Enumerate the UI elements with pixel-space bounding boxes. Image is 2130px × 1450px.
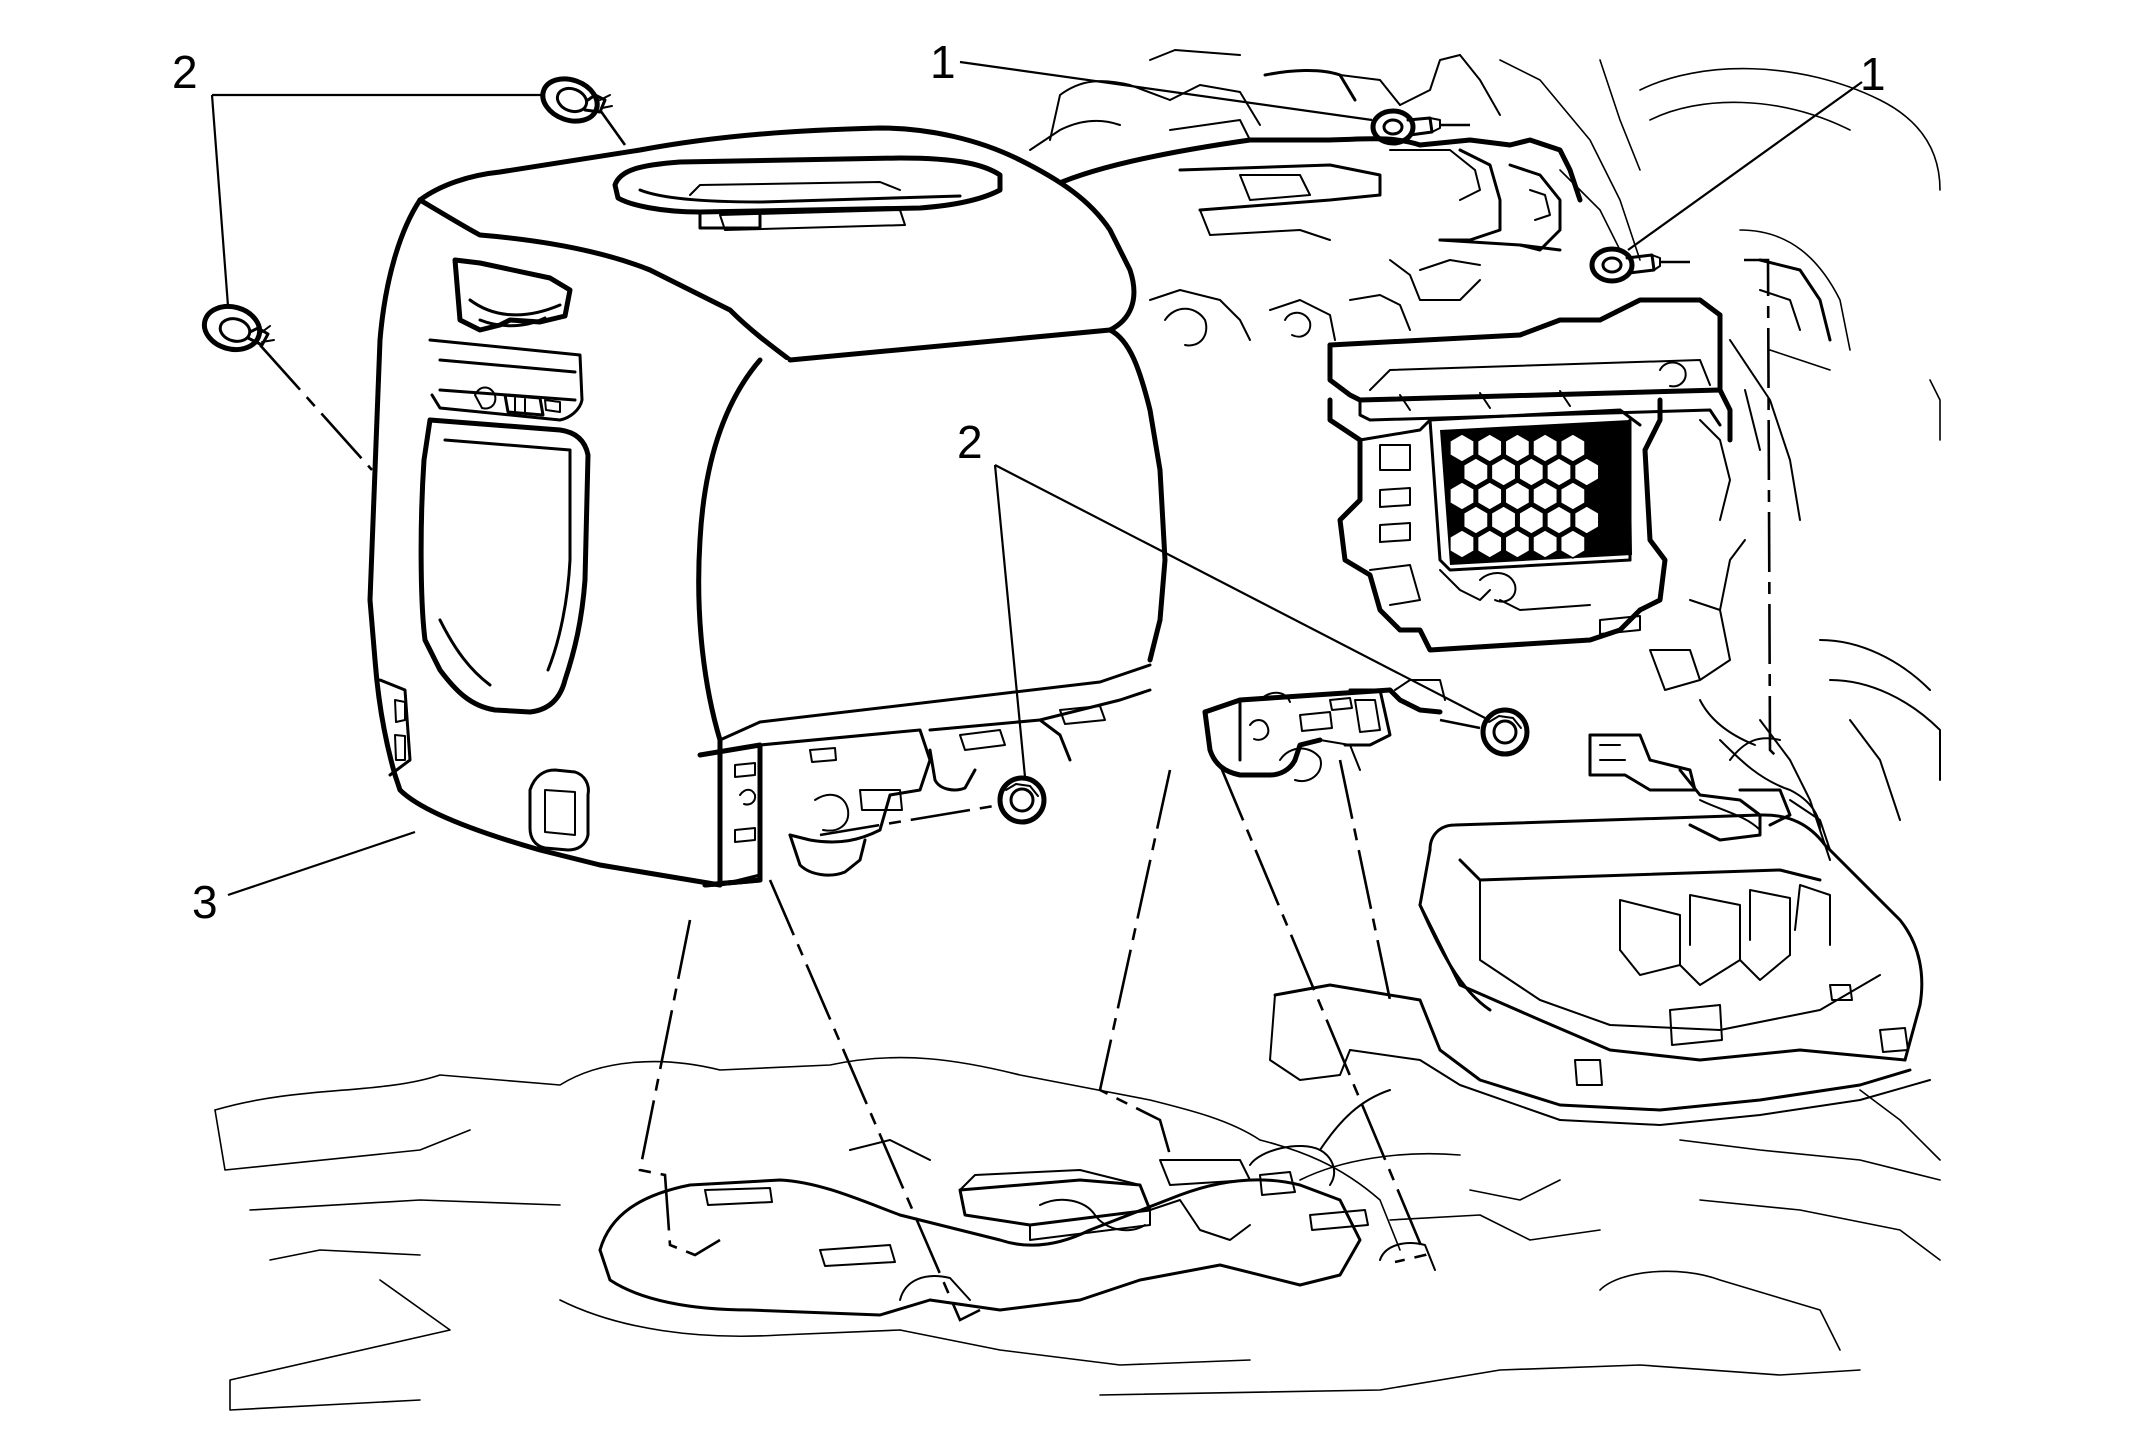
floor-console [367, 125, 1168, 888]
callout-leaders [210, 60, 1863, 897]
callout-2-top-left: 2 [172, 46, 198, 98]
hex-cell [1476, 433, 1503, 463]
hex-cell [1504, 433, 1531, 463]
bolt-upper-center [1370, 108, 1441, 146]
hex-cell [1462, 505, 1489, 535]
hex-cell [1449, 529, 1475, 559]
hex-grille-cells [1449, 433, 1600, 559]
hex-cell [1476, 481, 1503, 511]
install-lines [259, 109, 1781, 1322]
callout-labels: 2 1 1 2 3 [172, 36, 1886, 928]
floor-panel [214, 1056, 1941, 1411]
hex-cell [1518, 457, 1545, 487]
push-pin-clip-upper [540, 76, 613, 124]
hex-cell [1462, 457, 1489, 487]
center-stack [1029, 49, 1733, 653]
rear-battery-cover [1269, 813, 1931, 1126]
nut-lower-left [997, 775, 1047, 825]
bolt-upper-right [1589, 246, 1661, 284]
nut-lower-right [1480, 707, 1530, 757]
wiring-harness [1588, 539, 1831, 851]
hex-cell [1573, 505, 1600, 535]
hex-cell [1532, 433, 1559, 463]
hex-cell [1546, 505, 1572, 535]
lower-brackets [1202, 679, 1446, 783]
push-pin-clip-lower [201, 303, 275, 353]
hex-cell [1449, 481, 1475, 511]
hex-grille [1440, 420, 1632, 565]
hex-cell [1546, 457, 1572, 487]
hex-cell [1559, 433, 1586, 463]
floor-module [958, 1089, 1391, 1241]
hex-cell [1476, 529, 1503, 559]
hex-cell [1490, 457, 1517, 487]
hex-cell [1504, 481, 1531, 511]
hex-cell [1532, 529, 1559, 559]
floor-tunnel-hump [598, 1139, 1436, 1317]
hex-cell [1559, 481, 1586, 511]
hex-cell [1559, 529, 1586, 559]
hex-cell [1490, 505, 1517, 535]
callout-2-middle: 2 [957, 416, 983, 468]
hex-cell [1532, 481, 1559, 511]
hex-cell [1518, 505, 1545, 535]
callout-1-top-right: 1 [1860, 48, 1886, 100]
callout-3: 3 [192, 876, 218, 928]
callout-1-top-center: 1 [930, 36, 956, 88]
hex-cell [1504, 529, 1531, 559]
hex-cell [1573, 457, 1600, 487]
hex-cell [1449, 433, 1475, 463]
